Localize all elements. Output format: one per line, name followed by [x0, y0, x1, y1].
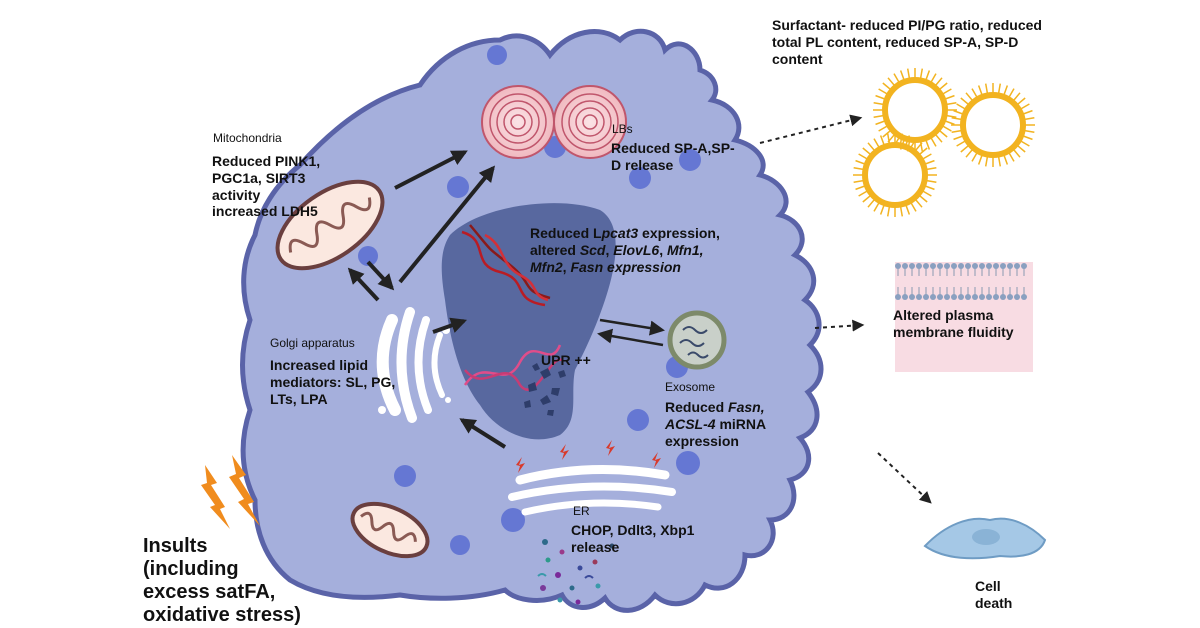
- exosome-icon: [667, 310, 727, 370]
- er-icon: [508, 465, 676, 516]
- lbs-title: LBs: [612, 122, 633, 136]
- dna-icon-pink: [463, 344, 563, 391]
- mitochondria-title: Mitochondria: [213, 131, 282, 145]
- lightning-icon: [201, 455, 260, 529]
- exosome-title: Exosome: [665, 380, 716, 394]
- vesicles: [358, 45, 701, 555]
- dna-icon: [461, 224, 551, 307]
- er-title: ER: [573, 504, 590, 518]
- nucleus-text: Reduced Lpcat3 expression, altered Scd, …: [530, 225, 720, 275]
- surfactant-text: Surfactant- reduced PI/PG ratio, reduced…: [772, 17, 1042, 67]
- surfactant-vesicle-3: [853, 133, 937, 217]
- output-arrows: [759, 114, 932, 504]
- er-stress-bolts: [516, 440, 661, 473]
- mitochondria-icon: [275, 179, 385, 271]
- er-release-dots: [537, 539, 615, 605]
- membrane-bilayer-icon: [895, 262, 1033, 372]
- lbs-text: Reduced SP-A,SP-D release: [611, 140, 735, 173]
- dead-cell-icon: [923, 517, 1047, 560]
- insults-text: Insults(including excess satFA,oxidative…: [143, 535, 301, 626]
- surfactant-vesicle-2: [951, 83, 1035, 167]
- mitochondria-icon-lower: [350, 501, 430, 559]
- pathway-arrows: [347, 150, 665, 449]
- golgi-icon: [376, 307, 451, 423]
- exosome-text: Reduced Fasn, ACSL-4 miRNA expression: [665, 399, 767, 449]
- surfactant-vesicle-icon: [853, 68, 1035, 217]
- upr-label: UPR ++: [541, 352, 591, 368]
- golgi-title: Golgi apparatus: [270, 336, 355, 350]
- lamellar-body-icon: [481, 85, 627, 159]
- upr-fragments: [524, 363, 566, 416]
